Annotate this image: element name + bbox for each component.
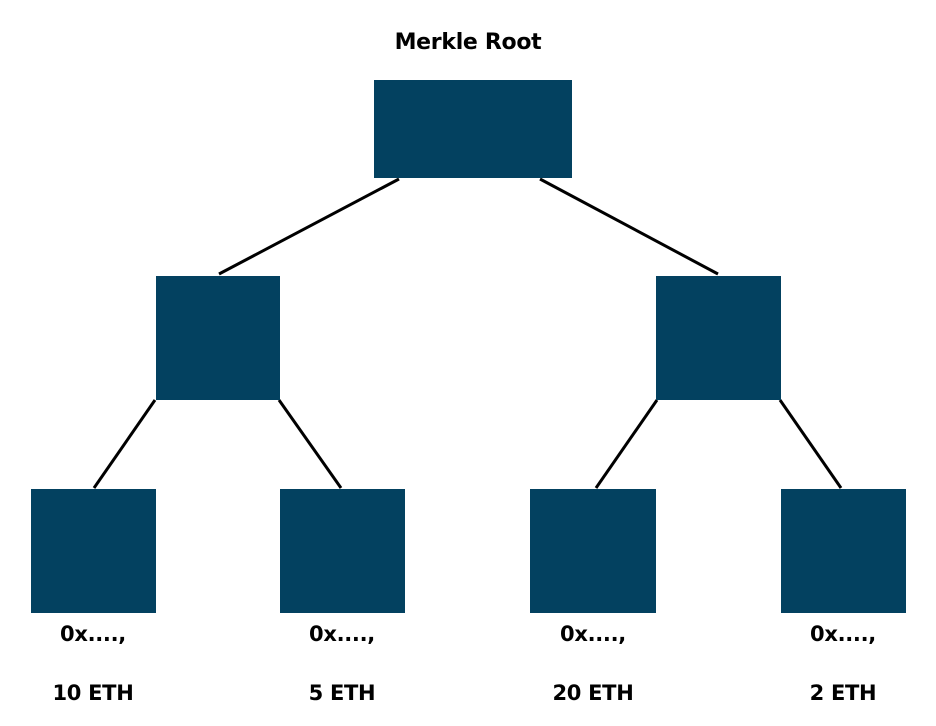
leaf-amount-label: 20 ETH xyxy=(552,681,634,705)
leaf-hash-node xyxy=(31,489,156,613)
leaf-address-label: 0x...., xyxy=(560,622,626,646)
leaf-amount-label: 2 ETH xyxy=(809,681,877,705)
edge-root-to-mid-left xyxy=(218,177,400,276)
leaf-hash-node xyxy=(781,489,906,613)
leaf-hash-node xyxy=(280,489,405,613)
merkle-root-title: Merkle Root xyxy=(394,30,542,55)
leaf-address-label: 0x...., xyxy=(60,622,126,646)
root-hash-node xyxy=(374,80,572,178)
intermediate-hash-node-right xyxy=(656,276,781,400)
edge-mid-right-to-leaf-4 xyxy=(778,399,843,489)
leaf-amount-label: 10 ETH xyxy=(52,681,134,705)
leaf-address-label: 0x...., xyxy=(309,622,375,646)
edge-root-to-mid-right xyxy=(539,177,719,276)
intermediate-hash-node-left xyxy=(156,276,280,400)
edge-mid-right-to-leaf-3 xyxy=(594,399,659,489)
leaf-address-label: 0x...., xyxy=(810,622,876,646)
leaf-amount-label: 5 ETH xyxy=(308,681,376,705)
edge-mid-left-to-leaf-2 xyxy=(277,399,343,489)
leaf-hash-node xyxy=(530,489,656,613)
edge-mid-left-to-leaf-1 xyxy=(92,399,157,489)
